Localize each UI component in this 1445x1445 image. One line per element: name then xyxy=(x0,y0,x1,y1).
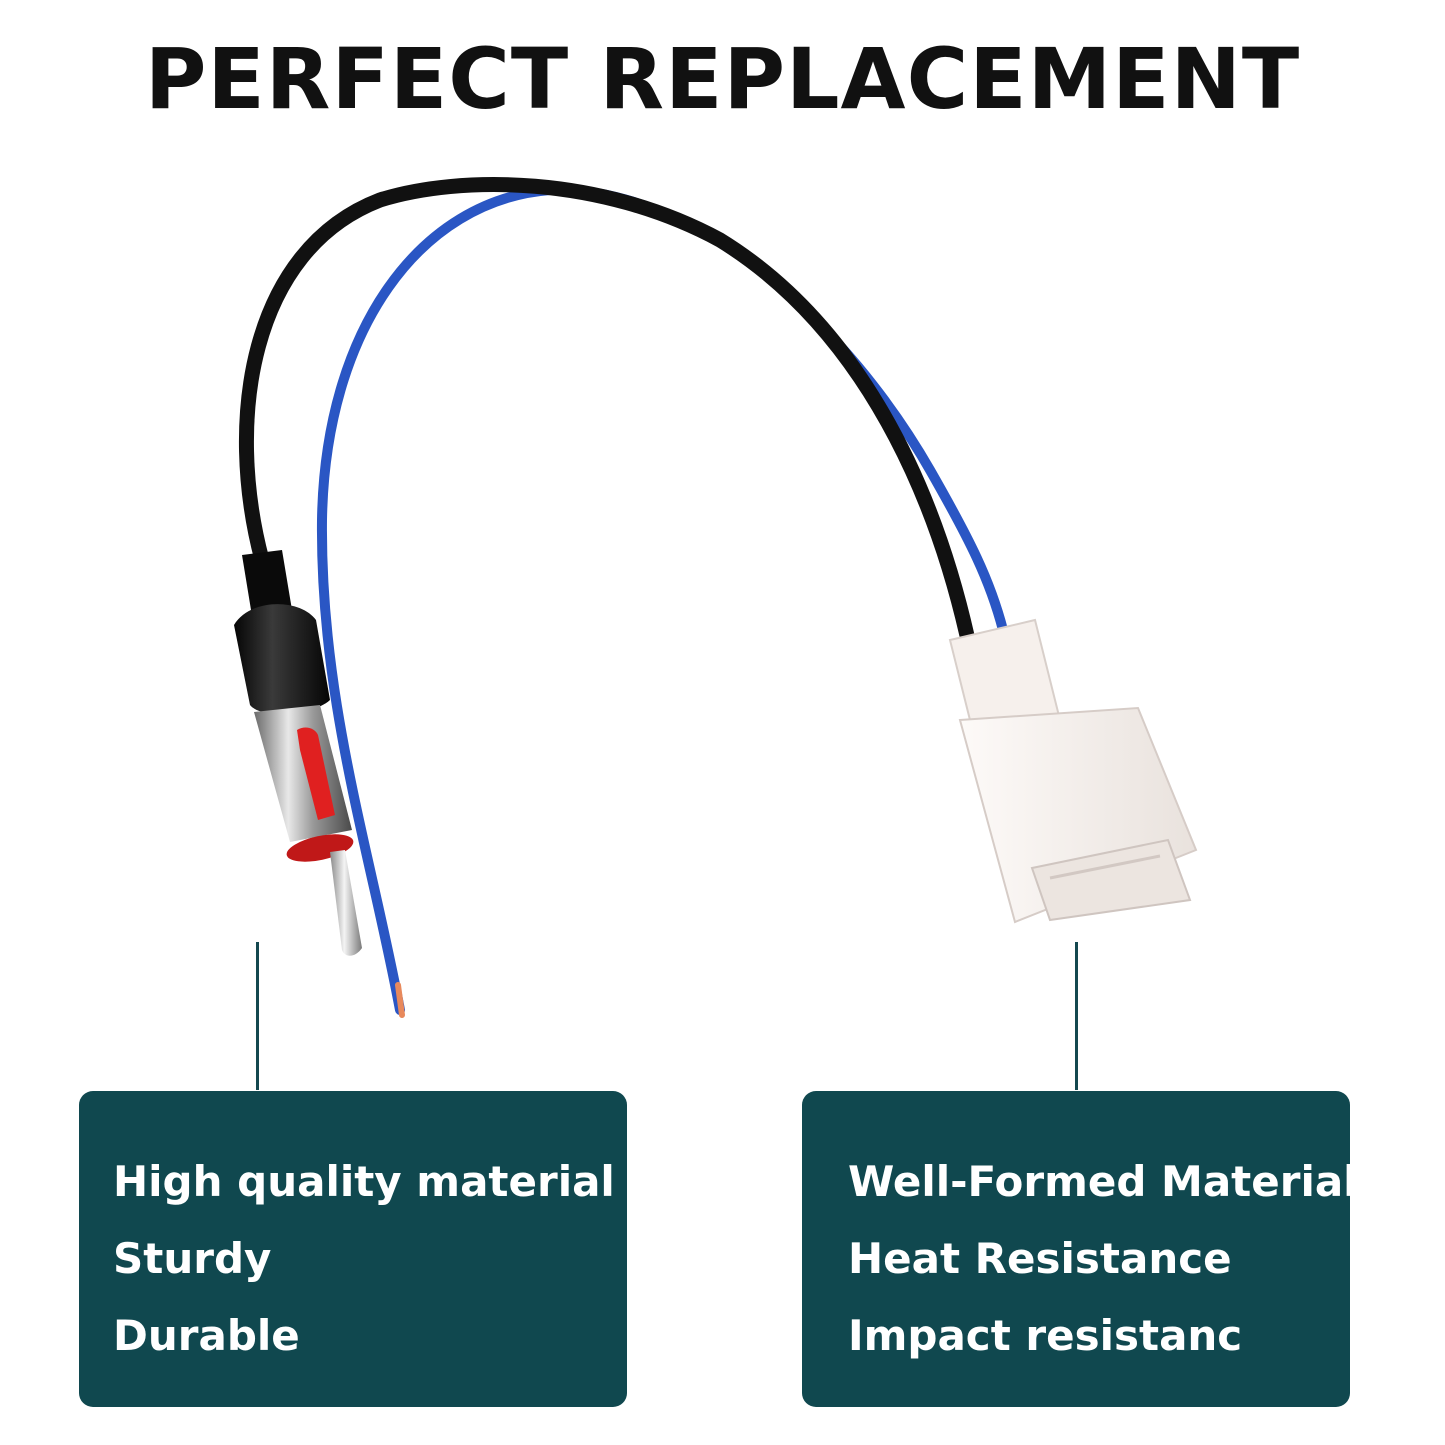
blue-wire xyxy=(316,184,1008,1015)
right-feature-list: Well-Formed Material Heat Resistance Imp… xyxy=(848,1143,1358,1374)
feature-item: Durable xyxy=(113,1311,300,1360)
left-leader-line xyxy=(256,942,259,1090)
feature-item: Sturdy xyxy=(113,1234,272,1283)
left-feature-list: High quality material Sturdy Durable xyxy=(113,1143,627,1374)
right-feature-card: Well-Formed Material Heat Resistance Imp… xyxy=(802,1091,1358,1407)
feature-item: Heat Resistance xyxy=(848,1234,1232,1283)
right-leader-line xyxy=(1075,942,1078,1090)
product-image xyxy=(234,177,1198,1018)
feature-item: Well-Formed Material xyxy=(848,1157,1358,1206)
feature-item: Impact resistanc xyxy=(848,1311,1243,1360)
left-feature-card: High quality material Sturdy Durable xyxy=(79,1091,627,1407)
black-wire xyxy=(238,177,976,648)
headline: PERFECT REPLACEMENT xyxy=(144,30,1301,128)
feature-item: High quality material xyxy=(113,1157,615,1206)
antenna-plug-icon xyxy=(234,550,362,956)
harness-connector-icon xyxy=(948,618,1198,924)
